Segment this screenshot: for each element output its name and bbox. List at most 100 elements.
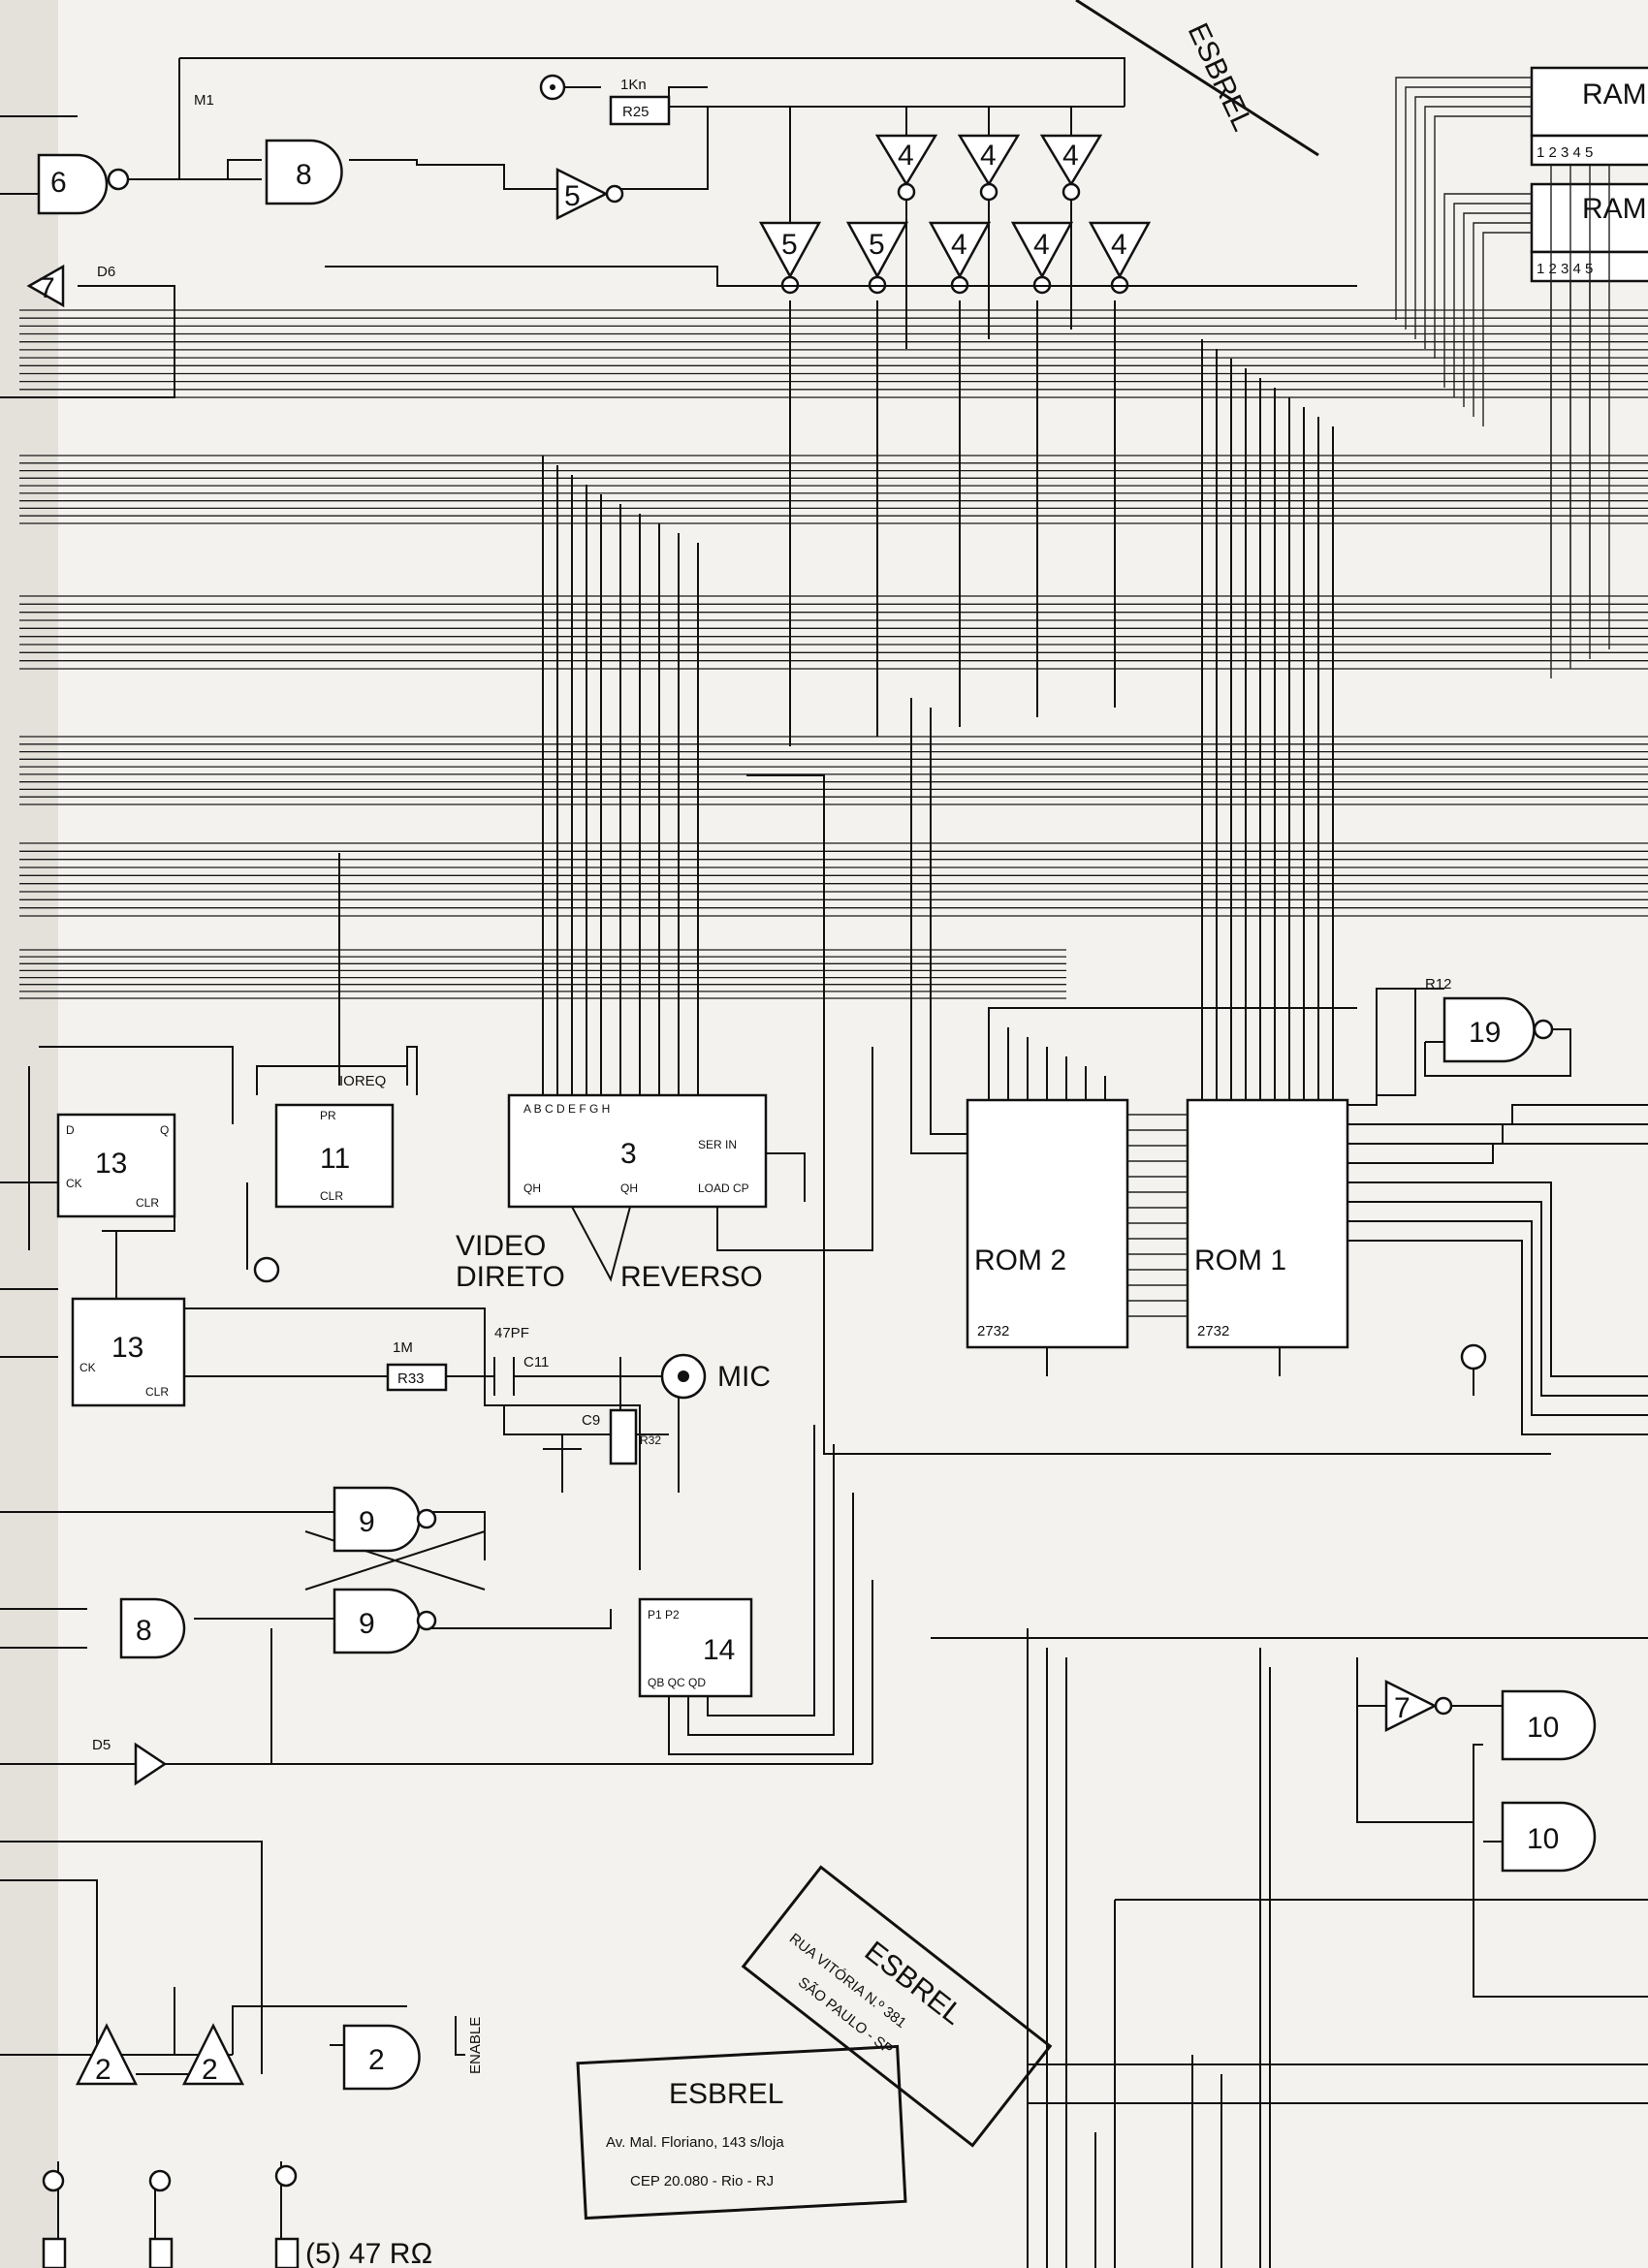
inverter-5b: 5: [845, 221, 909, 295]
nand-gate-10-top: 10: [1501, 1689, 1597, 1761]
stamp-rotated-title: ESBREL: [859, 1936, 969, 2032]
buffer-2-left: 2: [75, 2023, 139, 2086]
rom2-label: ROM 2: [974, 1244, 1066, 1276]
inverter-array: [630, 106, 1125, 746]
gate-8a-label: 8: [296, 159, 312, 191]
ic-13-lower: 13 CK CLR: [71, 1297, 186, 1407]
and-gate-2: 2: [342, 2024, 421, 2091]
capacitor-c11: [493, 1357, 515, 1396]
esbrel-stamp-box: ESBREL Av. Mal. Floriano, 143 s/loja CEP…: [576, 2044, 907, 2221]
capacitor-c9: [543, 1433, 582, 1450]
reverso-label: REVERSO: [620, 1261, 763, 1293]
gate-2c-label: 2: [368, 2044, 385, 2076]
inverter-4a-label: 4: [898, 140, 914, 172]
resistor-r25: [609, 95, 671, 126]
inverter-4b-label: 4: [951, 229, 967, 261]
gate-7b-label: 7: [1394, 1692, 1410, 1724]
c11-label: C11: [523, 1354, 549, 1370]
mic-label: MIC: [717, 1361, 771, 1393]
gate-2a-label: 2: [95, 2054, 111, 2086]
mic-jack: [660, 1353, 707, 1400]
r33-value: 1M: [393, 1339, 413, 1356]
svg-text:CLR: CLR: [145, 1385, 169, 1399]
svg-text:1 2 3 4 5: 1 2 3 4 5: [1537, 261, 1593, 277]
c11-value: 47PF: [494, 1325, 529, 1341]
video-direto-label: VIDEO: [456, 1230, 546, 1262]
r33-label: R33: [397, 1370, 425, 1387]
rom1-label: ROM 1: [1194, 1244, 1286, 1276]
r25-label: R25: [622, 104, 650, 120]
inverter-4b: 4: [928, 221, 992, 295]
ic-3-label: 3: [620, 1138, 637, 1170]
nand-gate-6: 6: [37, 153, 130, 215]
inverter-4c: 4: [957, 134, 1021, 202]
gate-10a-label: 10: [1527, 1712, 1559, 1744]
nand-gate-10-bottom: 10: [1501, 1801, 1597, 1873]
stamp-box-line2: CEP 20.080 - Rio - RJ: [630, 2173, 774, 2189]
gate-9b-label: 9: [359, 1608, 375, 1640]
rom2-part: 2732: [977, 1323, 1009, 1339]
top-left-wires: [0, 57, 1357, 398]
bottom-terminals: [42, 2164, 300, 2268]
vcc-terminal-rom: [1460, 1343, 1487, 1370]
svg-text:PR: PR: [320, 1109, 336, 1122]
nand19-wires: [1377, 988, 1571, 1096]
svg-text:LOAD CP: LOAD CP: [698, 1181, 749, 1195]
bottom-resistor-label: (5) 47 RΩ: [305, 2238, 432, 2268]
ic-13b-label: 13: [111, 1332, 143, 1364]
ram-chip-top: RAM 1 2 3 4 5: [1530, 66, 1648, 167]
gate-9a-label: 9: [359, 1506, 375, 1538]
vcc-terminal-dot: [550, 84, 555, 90]
svg-text:D: D: [66, 1123, 75, 1137]
ic14-wires: [668, 1425, 854, 1755]
c9-label: C9: [582, 1412, 600, 1429]
inverter-7-right: 7: [1384, 1679, 1453, 1733]
gate-8b-label: 8: [136, 1615, 152, 1647]
ic-13a-label: 13: [95, 1148, 127, 1180]
r25-value: 1Kn: [620, 77, 647, 93]
svg-text:QH: QH: [523, 1181, 541, 1195]
resistor-r32: [609, 1408, 638, 1465]
ram-bottom-label: RAM: [1582, 193, 1647, 225]
svg-text:QH: QH: [620, 1181, 638, 1195]
svg-text:P1 P2: P1 P2: [648, 1608, 680, 1622]
stamp-box-title: ESBREL: [669, 2078, 783, 2110]
svg-text:Q: Q: [160, 1123, 169, 1137]
d5-label: D5: [92, 1737, 111, 1753]
r32-label: R32: [640, 1433, 661, 1447]
svg-text:1 2 3 4 5: 1 2 3 4 5: [1537, 144, 1593, 161]
gate-7-label: 7: [39, 272, 55, 304]
nand-gate-9-bottom: 9: [333, 1588, 437, 1654]
ram-pin-wires: [1395, 77, 1610, 678]
and-gate-8-bottom: 8: [119, 1597, 186, 1659]
svg-text:SER IN: SER IN: [698, 1138, 737, 1151]
inverter-5a: 5: [758, 221, 822, 295]
rom-1-chip: ROM 1 2732: [1186, 1098, 1349, 1349]
esbrel-stamp-top: ESBREL: [1075, 0, 1319, 157]
gate-6-label: 6: [50, 167, 67, 199]
stamp-top-title: ESBREL: [1182, 18, 1259, 136]
m1-label: M1: [194, 92, 214, 109]
address-data-bus: [19, 309, 1648, 999]
svg-text:CLR: CLR: [320, 1189, 343, 1203]
inverter-5b-label: 5: [869, 229, 885, 261]
svg-text:CK: CK: [79, 1361, 96, 1374]
inverter-4d-label: 4: [1033, 229, 1050, 261]
ic-19-label: 19: [1469, 1017, 1501, 1049]
ic-14-label: 14: [703, 1634, 735, 1666]
rom-data-lines: [1127, 1114, 1188, 1317]
r12-label: R12: [1425, 976, 1452, 992]
test-point-left: [253, 1256, 280, 1283]
right-lower-wires: [931, 1628, 1648, 2268]
inverter-5a-label: 5: [781, 229, 798, 261]
latch-wires: [0, 1493, 873, 1765]
ic-11-label: 11: [320, 1143, 350, 1175]
rom-2-chip: ROM 2 2732: [966, 1098, 1129, 1349]
ram-top-label: RAM: [1582, 79, 1647, 110]
buffer-7-top: 7: [26, 264, 65, 308]
rom1-part: 2732: [1197, 1323, 1229, 1339]
gate-5-label: 5: [564, 180, 581, 212]
